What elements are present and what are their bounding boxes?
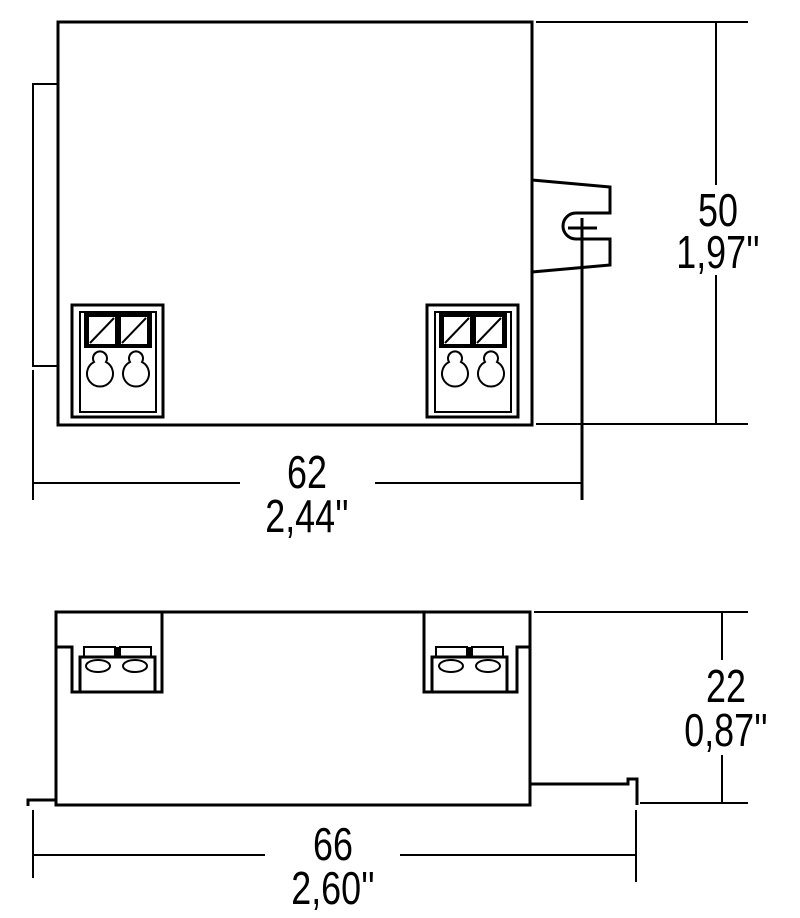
side-height-in-label: 0,87'' xyxy=(684,705,768,756)
height-in-label: 1,97'' xyxy=(676,227,760,278)
right-flange xyxy=(530,777,639,805)
top-view-housing xyxy=(56,20,534,427)
left-strip xyxy=(32,83,59,367)
height-mm-label: 50 xyxy=(698,185,738,236)
terminal-block-left xyxy=(70,303,165,419)
side-view-housing xyxy=(54,610,532,807)
top-view: 50 1,97'' 62 2,44'' xyxy=(32,20,760,542)
side-height-mm-label: 22 xyxy=(706,661,746,712)
terminal-block-right xyxy=(425,303,520,419)
side-terminal-left xyxy=(56,612,164,694)
width-mm-label: 62 xyxy=(287,447,327,498)
width-in-label: 2,44'' xyxy=(265,491,349,542)
left-flange xyxy=(26,798,56,806)
mounting-tab xyxy=(531,178,612,274)
side-width-mm-label: 66 xyxy=(313,819,353,870)
side-terminal-right xyxy=(422,612,530,694)
side-width-in-label: 2,60'' xyxy=(291,863,375,914)
side-view: 22 0,87'' 66 2,60'' xyxy=(26,610,768,914)
